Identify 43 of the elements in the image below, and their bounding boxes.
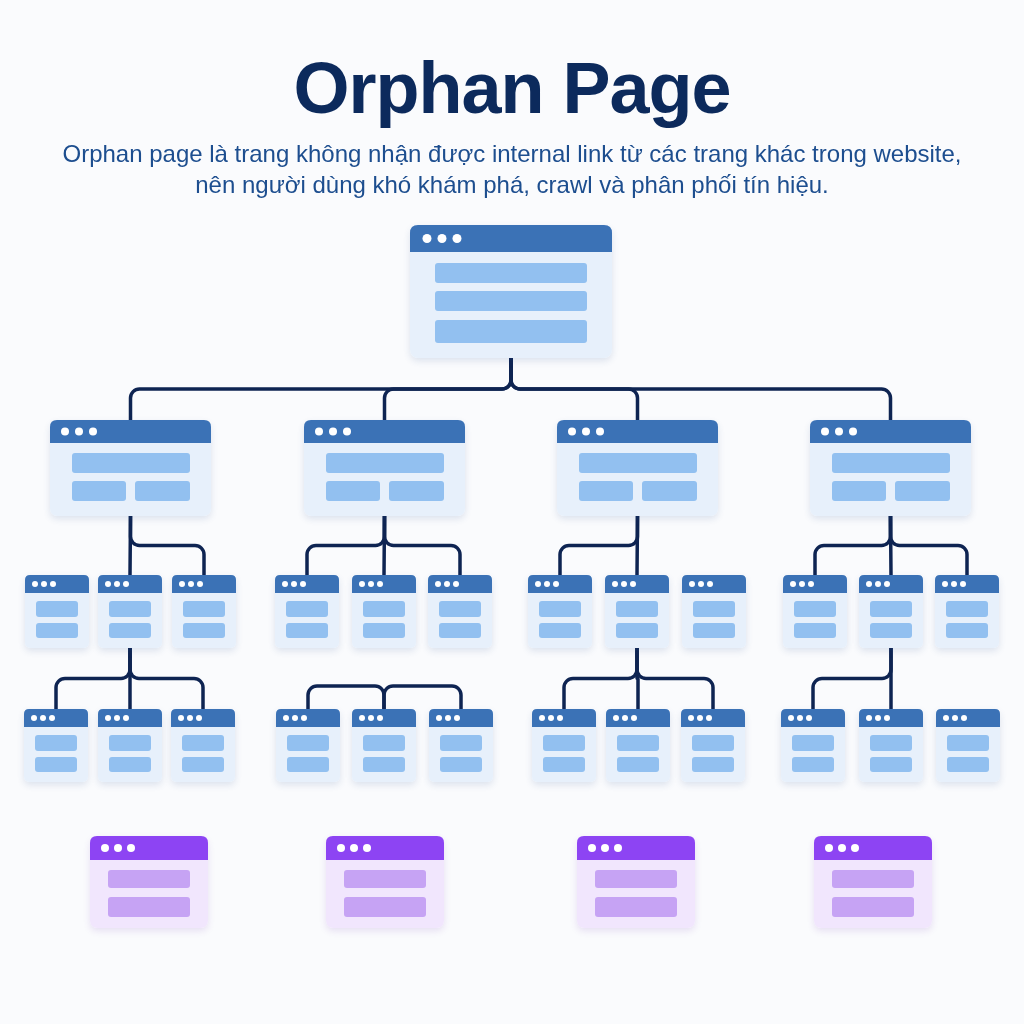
connector-line: [889, 646, 893, 711]
browser-window-icon: [810, 420, 971, 516]
connector-line: [128, 646, 205, 711]
browser-window-icon: [90, 836, 208, 928]
connector-line: [306, 684, 386, 711]
browser-window-icon: [429, 709, 493, 782]
browser-window-icon: [557, 420, 718, 516]
browser-window-icon: [276, 709, 340, 782]
browser-window-icon: [98, 709, 162, 782]
browser-window-icon: [50, 420, 211, 516]
browser-window-icon: [532, 709, 596, 782]
browser-window-icon: [326, 836, 444, 928]
browser-window-icon: [681, 709, 745, 782]
browser-window-icon: [528, 575, 592, 648]
browser-window-icon: [936, 709, 1000, 782]
browser-window-icon: [171, 709, 235, 782]
browser-window-icon: [605, 575, 669, 648]
connector-line: [635, 514, 640, 577]
browser-window-icon: [352, 575, 416, 648]
browser-window-icon: [859, 575, 923, 648]
browser-window-icon: [682, 575, 746, 648]
browser-window-icon: [275, 575, 339, 648]
browser-window-icon: [352, 709, 416, 782]
browser-window-icon: [859, 709, 923, 782]
browser-window-icon: [577, 836, 695, 928]
browser-window-icon: [304, 420, 465, 516]
connector-line: [635, 646, 715, 711]
subtitle: Orphan page là trang không nhận được internal link từ các trang khác trong website, nên người dùng khó khám phá, crawl và phân phối tín hiệu.: [61, 139, 963, 200]
browser-window-icon: [428, 575, 492, 648]
browser-window-icon: [781, 709, 845, 782]
browser-window-icon: [25, 575, 89, 648]
browser-window-icon: [172, 575, 236, 648]
connector-line: [382, 684, 463, 711]
browser-window-icon: [24, 709, 88, 782]
browser-window-icon: [606, 709, 670, 782]
connector-line: [128, 514, 206, 577]
browser-window-icon: [410, 225, 612, 358]
browser-window-icon: [783, 575, 847, 648]
connector-line: [888, 514, 969, 577]
connector-line: [382, 514, 462, 577]
browser-window-icon: [935, 575, 999, 648]
browser-window-icon: [814, 836, 932, 928]
browser-window-icon: [98, 575, 162, 648]
